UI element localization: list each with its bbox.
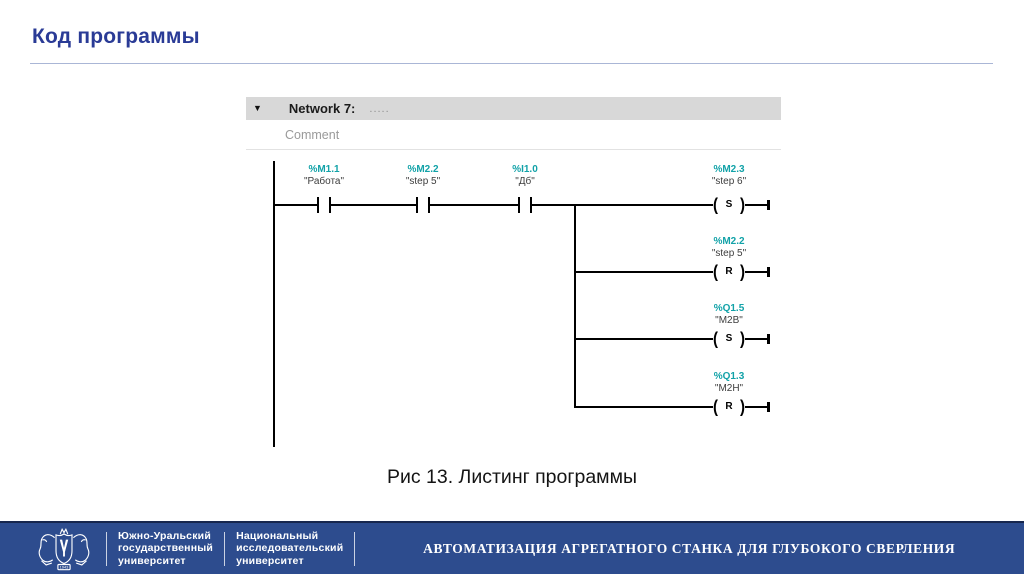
branch-wire bbox=[574, 338, 767, 340]
title-divider bbox=[30, 63, 993, 64]
contact-label: %M2.2"step 5" bbox=[373, 164, 473, 187]
network-label: Network 7: bbox=[288, 101, 356, 116]
footer-divider bbox=[224, 531, 226, 566]
operand-name: "Дб" bbox=[515, 175, 535, 187]
org-line: университет bbox=[118, 554, 186, 567]
operand-address: %M2.2 bbox=[407, 164, 439, 175]
coil-type: S bbox=[725, 333, 733, 344]
operand-name: "Работа" bbox=[303, 175, 345, 187]
left-power-rail bbox=[273, 161, 275, 447]
coil-type: R bbox=[725, 401, 733, 412]
rung-end-tick bbox=[767, 402, 770, 412]
rung-end-tick bbox=[767, 200, 770, 210]
operand-name: "step 6" bbox=[711, 175, 747, 187]
figure-caption: Рис 13. Листинг программы bbox=[386, 466, 638, 488]
university-name-block: Южно-Уральский государственный университ… bbox=[118, 530, 213, 568]
network-comment-row[interactable]: Comment bbox=[246, 120, 781, 150]
branch-vertical-wire bbox=[574, 204, 576, 408]
coil-paren-icon: ) bbox=[739, 397, 745, 417]
coil-paren-icon: ( bbox=[713, 397, 718, 417]
coil-paren-icon: ) bbox=[739, 195, 745, 215]
operand-address: %Q1.5 bbox=[713, 303, 745, 314]
university-crest-logo: 1943 bbox=[38, 527, 90, 570]
rung-end-tick bbox=[767, 334, 770, 344]
org-line: исследовательский bbox=[236, 542, 344, 555]
org-line: Национальный bbox=[236, 529, 319, 542]
org-line: государственный bbox=[118, 542, 214, 555]
coil-paren-icon: ( bbox=[713, 262, 718, 282]
rung-end-tick bbox=[767, 267, 770, 277]
footer-divider bbox=[354, 531, 356, 566]
coil-type: S bbox=[725, 199, 733, 210]
contact-label: %I1.0"Дб" bbox=[475, 164, 575, 187]
coil-paren-icon: ( bbox=[713, 195, 718, 215]
ladder-contact bbox=[518, 197, 532, 213]
ladder-contact bbox=[317, 197, 331, 213]
coil-label: %Q1.5"М2В" bbox=[679, 303, 779, 326]
branch-wire bbox=[574, 406, 767, 408]
coil-paren-icon: ) bbox=[739, 262, 745, 282]
ladder-coil: ( R) bbox=[713, 398, 745, 416]
ladder-coil: ( S) bbox=[713, 196, 745, 214]
coil-paren-icon: ( bbox=[713, 329, 718, 349]
tia-portal-screenshot: ▼ Network 7: ..... Comment %M1.1"Работа"… bbox=[246, 97, 781, 454]
collapse-triangle-icon[interactable]: ▼ bbox=[253, 103, 262, 113]
footer-divider bbox=[106, 531, 107, 566]
network-header-bar: ▼ Network 7: ..... bbox=[246, 97, 781, 120]
coil-label: %M2.3"step 6" bbox=[679, 164, 779, 187]
operand-address: %Q1.3 bbox=[713, 371, 745, 382]
network-title-placeholder: ..... bbox=[369, 102, 390, 115]
contact-label: %M1.1"Работа" bbox=[274, 164, 374, 187]
operand-name: "М2В" bbox=[715, 314, 743, 326]
operand-name: "step 5" bbox=[711, 247, 747, 259]
logo-year: 1943 bbox=[60, 564, 70, 569]
coil-label: %M2.2"step 5" bbox=[679, 236, 779, 259]
ladder-coil: ( S) bbox=[713, 330, 745, 348]
footer-bar: 1943 Южно-Уральский государственный унив… bbox=[0, 521, 1024, 574]
coil-type: R bbox=[725, 266, 733, 277]
operand-name: "М2Н" bbox=[714, 382, 744, 394]
ladder-contact bbox=[416, 197, 430, 213]
ladder-diagram: %M1.1"Работа"%M2.2"step 5"%I1.0"Дб"(S)%M… bbox=[246, 150, 781, 454]
operand-address: %M2.3 bbox=[713, 164, 745, 175]
branch-wire bbox=[574, 271, 767, 273]
operand-address: %M1.1 bbox=[308, 164, 340, 175]
org-line: университет bbox=[236, 554, 304, 567]
coil-label: %Q1.3"М2Н" bbox=[679, 371, 779, 394]
page-title: Код программы bbox=[32, 25, 200, 48]
national-research-block: Национальный исследовательский университ… bbox=[236, 530, 343, 568]
presentation-title: АВТОМАТИЗАЦИЯ АГРЕГАТНОГО СТАНКА ДЛЯ ГЛУ… bbox=[423, 540, 956, 556]
ladder-coil: ( R) bbox=[713, 263, 745, 281]
comment-placeholder: Comment bbox=[285, 127, 340, 142]
operand-address: %I1.0 bbox=[512, 164, 538, 175]
operand-address: %M2.2 bbox=[713, 236, 745, 247]
org-line: Южно-Уральский bbox=[118, 529, 211, 542]
coil-paren-icon: ) bbox=[739, 329, 745, 349]
operand-name: "step 5" bbox=[405, 175, 441, 187]
